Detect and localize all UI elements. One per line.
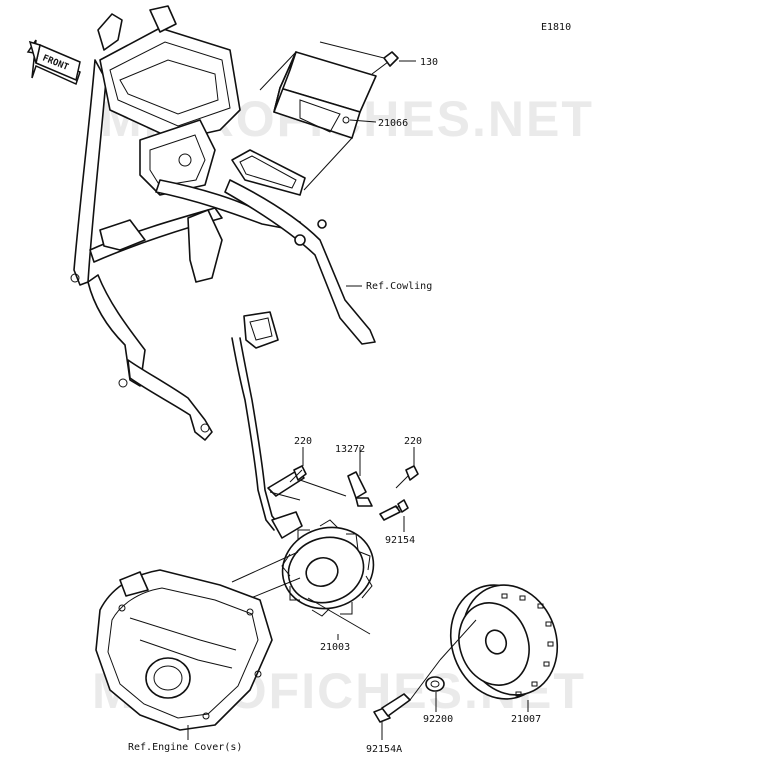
clamp-13272 xyxy=(347,471,373,507)
callout-220-left: 220 xyxy=(294,436,312,447)
callout-ref-engine-cover: Ref.Engine Cover(s) xyxy=(128,742,242,753)
screw-220-right xyxy=(395,465,419,489)
callout-13272: 13272 xyxy=(335,444,365,455)
callout-130: 130 xyxy=(420,57,438,68)
callout-92154: 92154 xyxy=(385,535,415,546)
stator-21003 xyxy=(281,519,375,617)
rotor-21007 xyxy=(449,584,559,700)
bolt-92154 xyxy=(379,499,409,521)
callout-92200: 92200 xyxy=(423,714,453,725)
callout-21007: 21007 xyxy=(511,714,541,725)
washer-92200 xyxy=(425,676,445,692)
ecu-21066 xyxy=(273,51,377,139)
callout-220-right: 220 xyxy=(404,436,422,447)
front-subframe xyxy=(70,5,376,441)
callout-ref-cowling: Ref.Cowling xyxy=(366,281,432,292)
callout-21066: 21066 xyxy=(378,118,408,129)
diagram-code: E1810 xyxy=(541,22,571,33)
screw-220-left xyxy=(289,465,307,483)
engine-cover xyxy=(95,569,273,731)
bolt-92154A xyxy=(373,693,411,723)
front-arrow-icon: FRONT xyxy=(26,39,81,86)
stator-lead-wire xyxy=(231,311,305,539)
callout-92154A: 92154A xyxy=(366,744,402,755)
callout-21003: 21003 xyxy=(320,642,350,653)
bolt-130 xyxy=(371,51,399,75)
